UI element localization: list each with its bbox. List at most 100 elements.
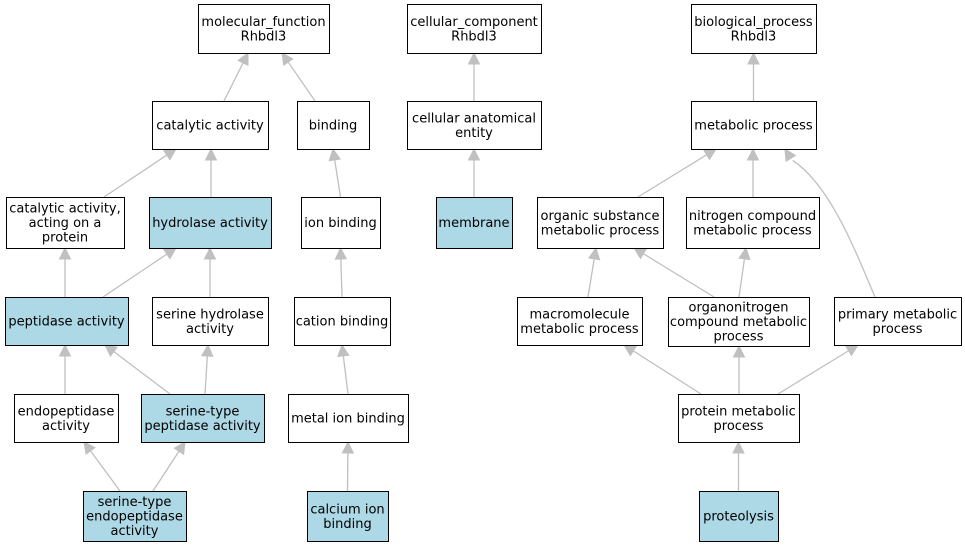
edge-catalytic-to-mf_root bbox=[223, 52, 249, 102]
go-term-node-ion-binding[interactable]: ion binding bbox=[301, 197, 381, 249]
node-box bbox=[686, 197, 820, 249]
node-box bbox=[198, 4, 330, 54]
edge-primary-to-metabolic bbox=[784, 148, 876, 298]
arrowhead bbox=[162, 247, 177, 260]
arrowhead bbox=[58, 246, 72, 260]
node-box bbox=[834, 297, 962, 346]
node-label: binding bbox=[309, 119, 357, 134]
arrowhead bbox=[784, 148, 797, 163]
nodes-layer: molecular_functionRhbdl3cellular_compone… bbox=[5, 4, 962, 542]
node-label: membrane bbox=[438, 216, 509, 231]
arrowhead bbox=[341, 440, 355, 454]
node-label: proteolysis bbox=[703, 510, 774, 525]
arrowhead bbox=[746, 147, 760, 161]
node-label: metabolic process bbox=[520, 322, 639, 337]
arrowhead bbox=[732, 344, 746, 358]
node-label: Rhbdl3 bbox=[731, 29, 777, 44]
node-label: activity bbox=[42, 419, 90, 434]
node-label: organonitrogen bbox=[689, 301, 789, 316]
node-box bbox=[149, 197, 272, 249]
arrowhead bbox=[58, 343, 72, 357]
edge-metal_ion-to-cation bbox=[337, 343, 350, 395]
node-label: activity bbox=[186, 322, 234, 337]
node-box bbox=[297, 101, 370, 150]
node-box bbox=[152, 101, 269, 150]
go-term-node-cation[interactable]: cation binding bbox=[294, 297, 391, 346]
arrowhead bbox=[732, 440, 745, 454]
edge-ion_binding-to-binding bbox=[328, 147, 342, 198]
node-label: metabolic process bbox=[693, 223, 812, 238]
node-box bbox=[517, 297, 643, 346]
arrowhead bbox=[334, 246, 348, 260]
go-term-node-catalytic[interactable]: catalytic activity bbox=[152, 101, 269, 150]
node-label: activity bbox=[111, 524, 159, 539]
arrowhead bbox=[587, 246, 601, 261]
node-label: catalytic activity, bbox=[9, 202, 121, 217]
node-label: molecular_function bbox=[201, 15, 325, 30]
edge-macromol-to-organic_sub bbox=[587, 246, 601, 298]
edge-peptidase-to-hydrolase bbox=[102, 247, 177, 298]
go-term-node-proteolysis[interactable]: proteolysis bbox=[699, 491, 779, 542]
go-term-node-membrane[interactable]: membrane bbox=[436, 197, 513, 249]
node-box bbox=[307, 491, 389, 542]
go-term-node-metal-ion[interactable]: metal ion binding bbox=[288, 394, 409, 443]
node-label: peptidase activity bbox=[8, 315, 125, 330]
node-label: metabolic process bbox=[541, 223, 660, 238]
node-box bbox=[407, 4, 542, 54]
node-label: cellular anatomical bbox=[412, 111, 536, 126]
go-term-node-peptidase[interactable]: peptidase activity bbox=[5, 297, 129, 346]
arrowhead bbox=[633, 247, 648, 260]
node-box bbox=[537, 197, 664, 249]
node-box bbox=[668, 297, 810, 347]
node-label: catalytic activity bbox=[156, 119, 264, 134]
node-label: metal ion binding bbox=[291, 412, 405, 427]
node-label: protein metabolic bbox=[681, 404, 796, 419]
edge-endopep-to-peptidase bbox=[58, 343, 72, 394]
go-term-node-hydrolase[interactable]: hydrolase activity bbox=[149, 197, 272, 249]
edge-serine_pep-to-serine_hydro bbox=[201, 343, 214, 395]
arrowhead bbox=[162, 148, 177, 161]
arrowhead bbox=[281, 52, 294, 67]
arrowhead bbox=[204, 147, 218, 161]
node-box bbox=[14, 394, 119, 443]
node-label: serine hydrolase bbox=[156, 307, 264, 322]
node-box bbox=[6, 197, 125, 249]
edge-proteolysis-to-protein_met bbox=[732, 440, 745, 491]
node-box bbox=[699, 491, 779, 542]
go-term-node-binding[interactable]: binding bbox=[297, 101, 370, 150]
arrowhead bbox=[467, 147, 481, 161]
go-term-node-metabolic[interactable]: metabolic process bbox=[691, 101, 817, 150]
edge-organonitro-to-nitrogen bbox=[738, 246, 751, 298]
node-box bbox=[691, 4, 817, 54]
edge-protein_met-to-primary bbox=[777, 344, 859, 395]
arrowhead bbox=[104, 344, 118, 357]
arrowhead bbox=[747, 51, 760, 65]
node-label: process bbox=[873, 322, 923, 337]
node-box bbox=[83, 491, 187, 542]
node-label: macromolecule bbox=[529, 307, 629, 322]
node-box bbox=[301, 197, 381, 249]
edge-cation-to-ion_binding bbox=[334, 246, 348, 298]
node-box bbox=[141, 394, 265, 443]
arrowhead bbox=[844, 344, 859, 357]
node-box bbox=[294, 297, 391, 346]
node-box bbox=[288, 394, 409, 443]
edge-peptidase-to-cat_protein bbox=[58, 246, 72, 297]
